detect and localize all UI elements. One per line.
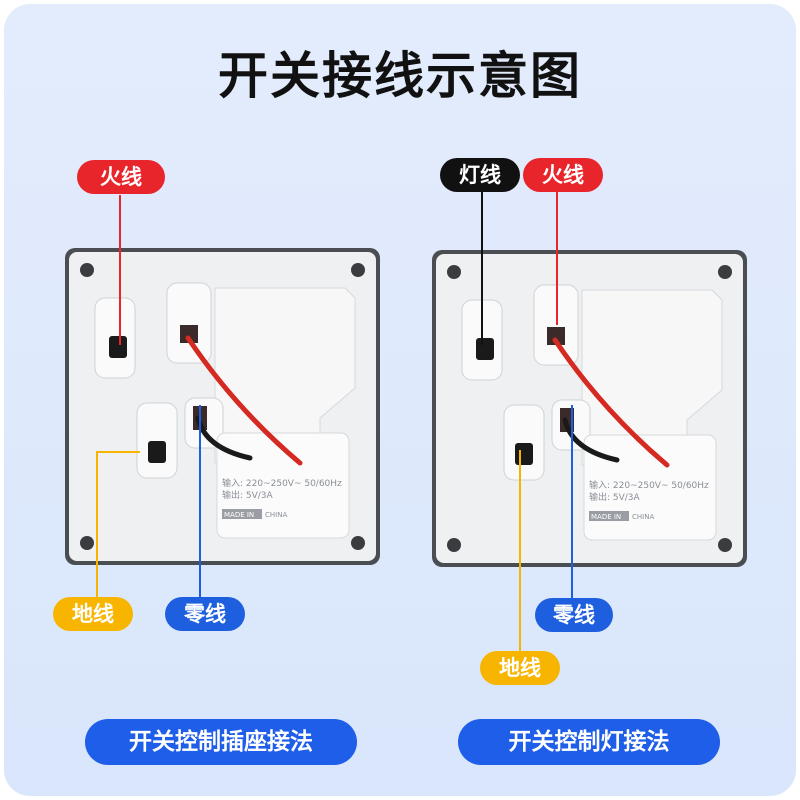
label-lamp-right: 灯线 (440, 158, 520, 192)
label-live-right: 火线 (523, 158, 603, 192)
label-earth-left: 地线 (53, 597, 133, 631)
spec-input-left: 输入: 220~250V~ 50/60Hz (222, 477, 342, 489)
made-in-box-left (222, 509, 262, 519)
spec-output-right: 输出: 5V/3A (589, 491, 641, 503)
caption-light-control: 开关控制灯接法 (458, 719, 720, 765)
made-in-left: MADE IN (224, 511, 254, 519)
earth-leader-left (96, 451, 140, 600)
country-right: CHINA (632, 513, 654, 521)
caption-socket-control: 开关控制插座接法 (85, 719, 357, 765)
page-title: 开关接线示意图 (218, 47, 582, 105)
label-live-left: 火线 (77, 160, 165, 194)
label-neutral-left: 零线 (165, 597, 245, 631)
made-in-right: MADE IN (591, 513, 621, 521)
country-left: CHINA (265, 511, 287, 519)
spec-input-right: 输入: 220~250V~ 50/60Hz (589, 479, 709, 491)
made-in-box-right (589, 511, 629, 521)
label-earth-right: 地线 (480, 651, 560, 685)
label-neutral-right: 零线 (535, 598, 613, 632)
spec-output-left: 输出: 5V/3A (222, 489, 274, 501)
